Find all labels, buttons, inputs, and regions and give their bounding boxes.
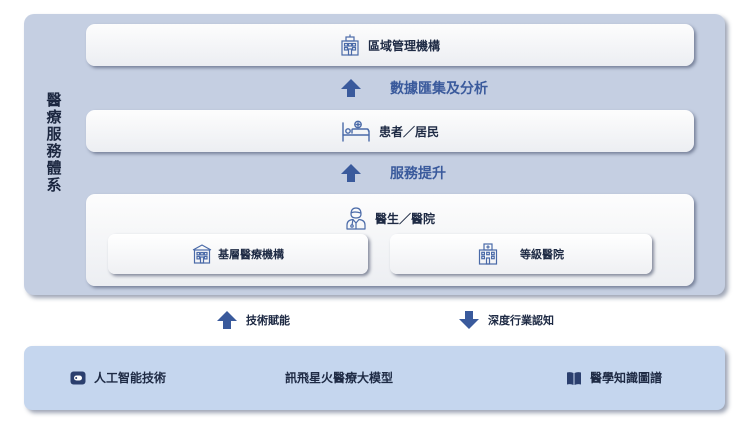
medical-knowledge-graph-label: 醫學知識圖譜	[590, 371, 663, 385]
spark-medical-model-item: 訊飛星火醫療大模型	[285, 369, 393, 386]
hospital-icon	[478, 243, 498, 265]
industry-insight-label: 深度行業認知	[488, 314, 554, 327]
up-arrow-icon	[341, 164, 361, 182]
patient-resident-card: 患者／居民	[86, 110, 694, 152]
book-icon	[566, 370, 582, 386]
graded-hospital-card: 等級醫院	[390, 234, 652, 274]
primary-care-label: 基層醫療機構	[218, 248, 284, 261]
service-improvement-flow: 服務提升	[340, 163, 446, 183]
spark-medical-model-label: 訊飛星火醫療大模型	[285, 371, 394, 385]
service-improvement-label: 服務提升	[390, 166, 446, 182]
clinic-icon	[192, 244, 212, 264]
patient-bed-icon	[341, 120, 371, 142]
up-arrow-icon	[341, 79, 361, 97]
ai-technology-label: 人工智能技術	[94, 371, 167, 385]
tech-empowerment-link: 技術賦能	[216, 310, 290, 330]
industry-insight-link: 深度行業認知	[458, 310, 554, 330]
down-arrow-icon	[459, 311, 479, 329]
data-collection-flow: 數據匯集及分析	[340, 78, 488, 98]
medical-model-bar	[24, 346, 725, 410]
building-icon	[340, 34, 360, 56]
patient-resident-label: 患者／居民	[378, 124, 439, 139]
region-management-card: 區域管理機構	[86, 24, 694, 66]
medical-knowledge-graph-item: 醫學知識圖譜	[566, 369, 662, 386]
region-management-label: 區域管理機構	[367, 38, 440, 53]
primary-care-institution-card: 基層醫療機構	[108, 234, 368, 274]
graded-hospital-label: 等級醫院	[520, 248, 564, 261]
data-collection-label: 數據匯集及分析	[390, 81, 488, 97]
up-arrow-icon	[217, 311, 237, 329]
ai-chip-icon	[70, 371, 86, 385]
ai-technology-item: 人工智能技術	[70, 369, 166, 386]
system-label: 醫療服務體系	[46, 91, 62, 194]
doctor-icon	[345, 206, 367, 230]
tech-empowerment-label: 技術賦能	[246, 314, 290, 327]
doctor-hospital-label: 醫生／醫院	[374, 211, 435, 226]
